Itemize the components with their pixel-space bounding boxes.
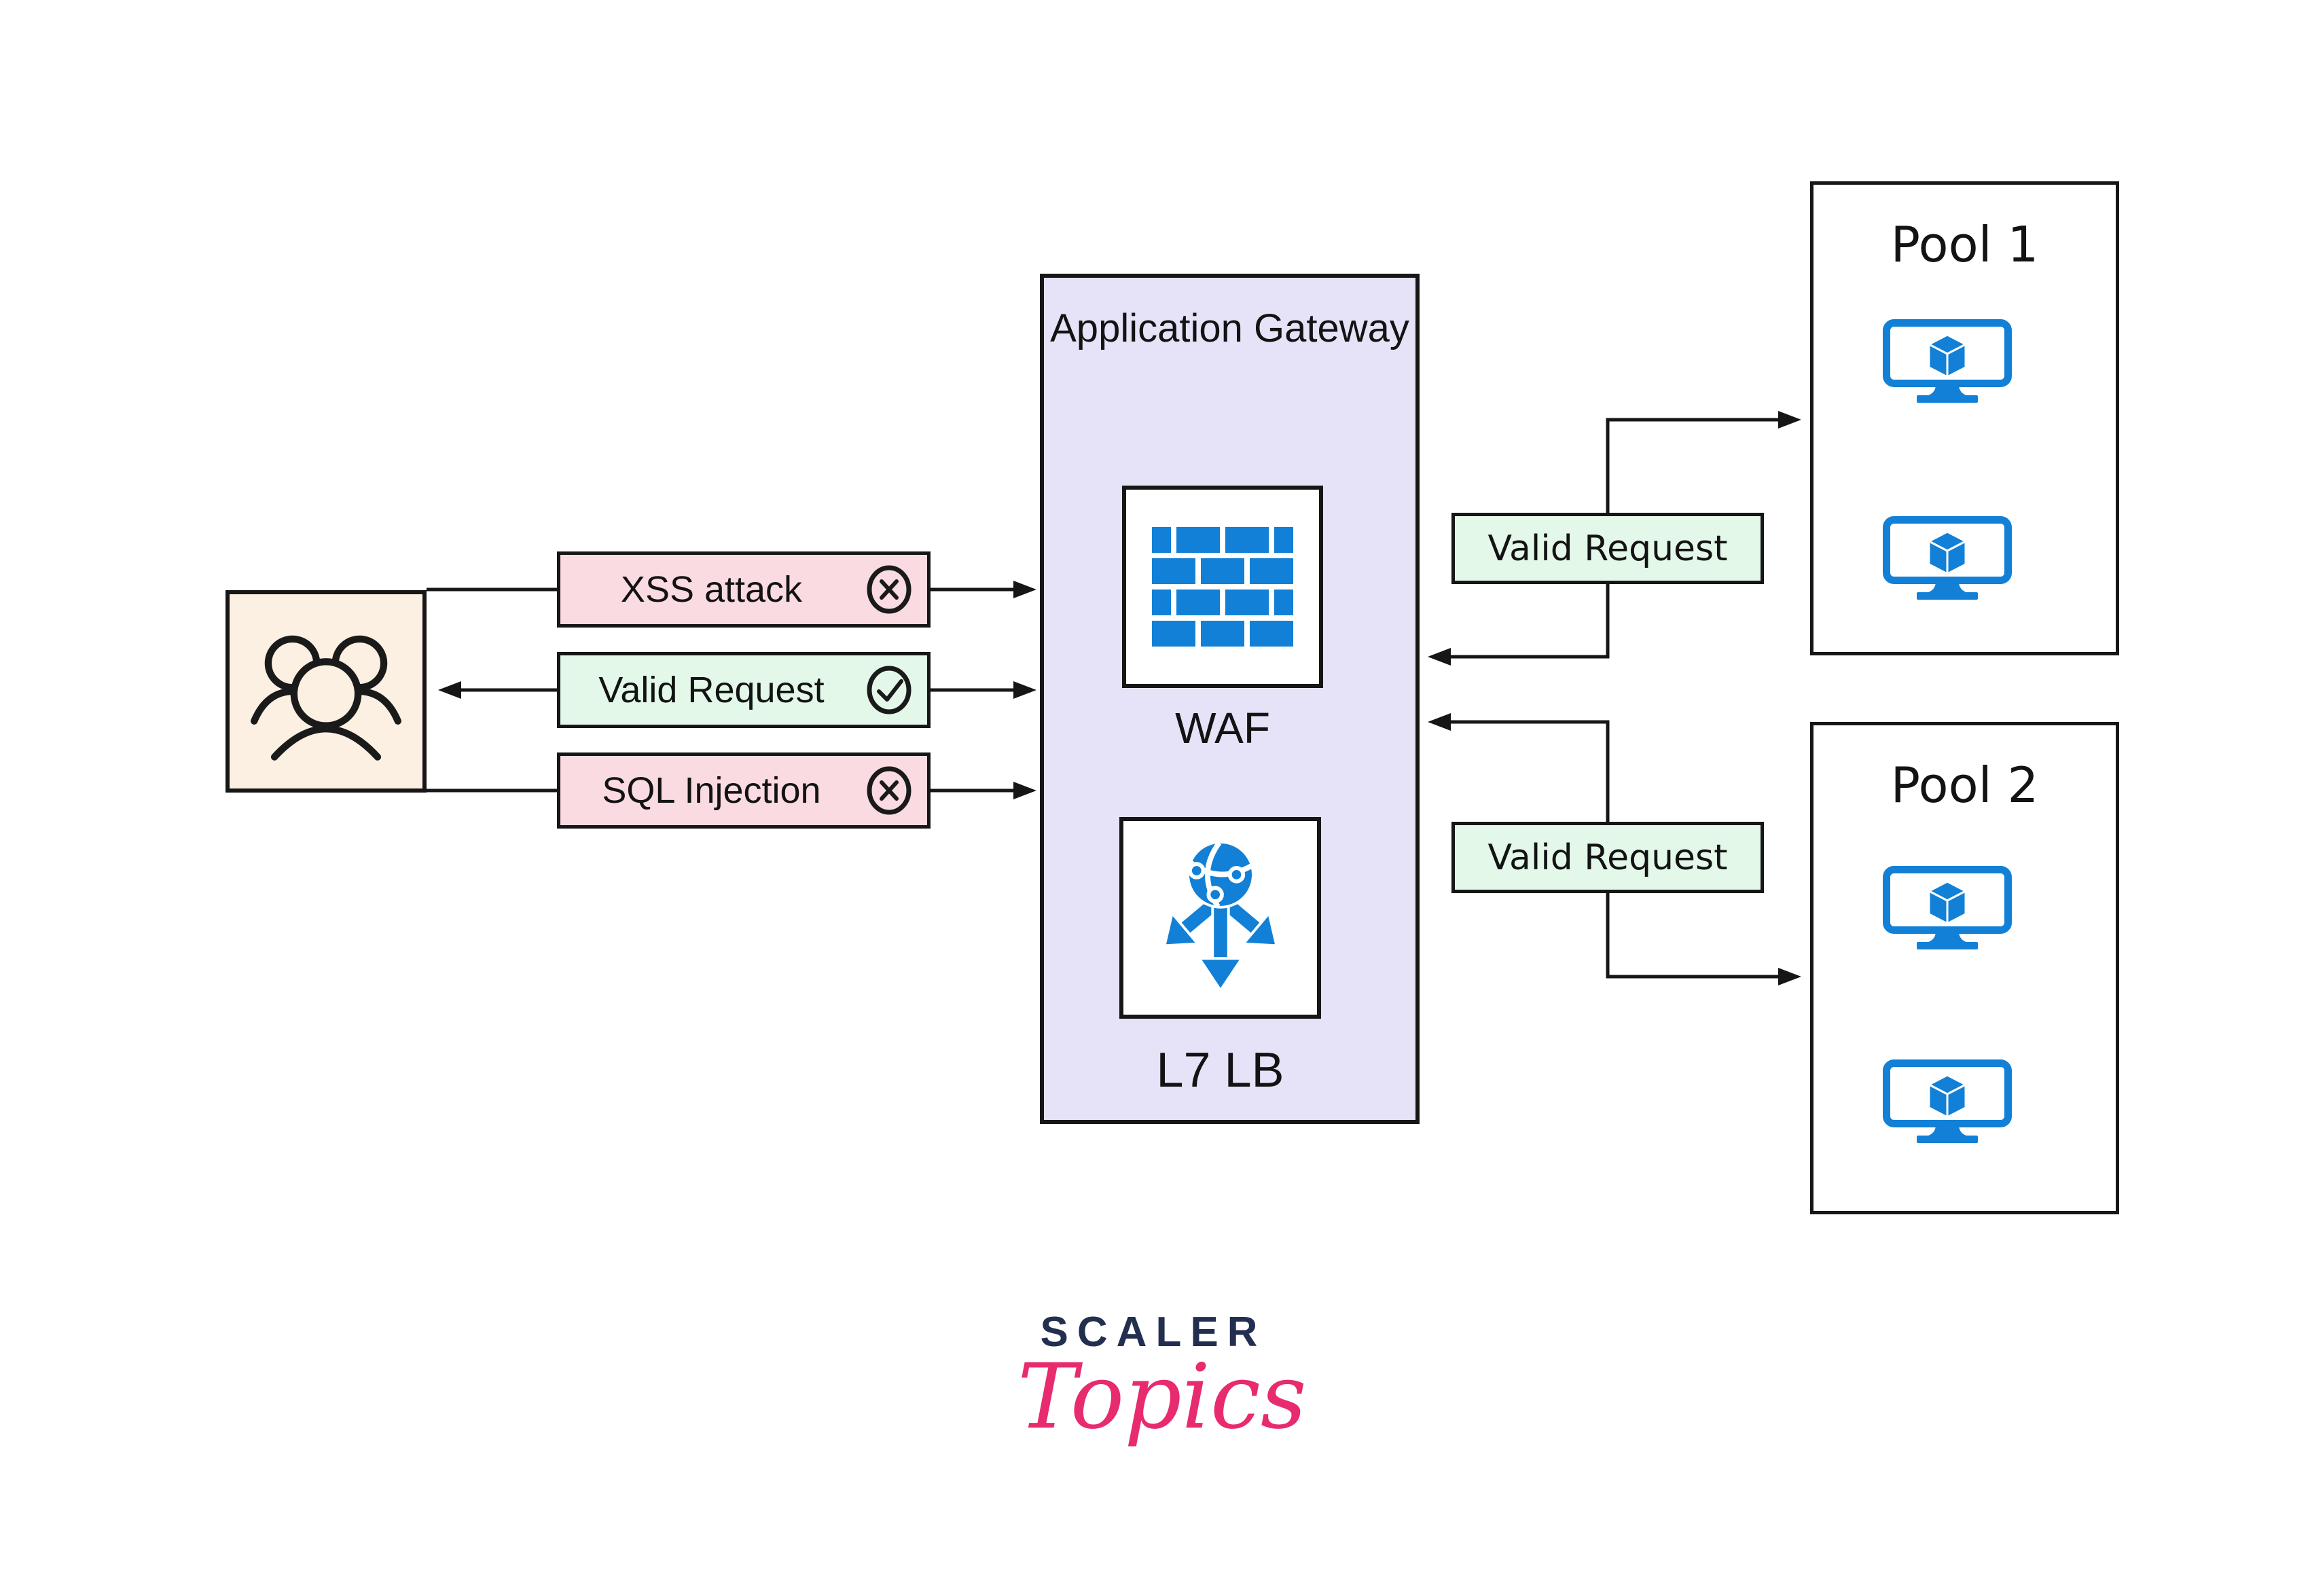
vm-monitor-icon — [1883, 516, 2012, 604]
scaler-logo-brand: SCALER — [1040, 1309, 1267, 1356]
circle-check-icon — [865, 664, 914, 717]
l7-lb-label: L7 LB — [1156, 1043, 1284, 1098]
waf-label: WAF — [1175, 704, 1270, 752]
vm-monitor-icon — [1883, 866, 2012, 954]
valid-request-box-pool2: Valid Request — [1451, 822, 1764, 893]
request-label: SQL Injection — [602, 770, 821, 811]
valid-request-box-pool1: Valid Request — [1451, 513, 1764, 584]
circle-x-icon — [865, 563, 914, 616]
vm-monitor-icon — [1883, 319, 2012, 407]
load-balancer-globe-icon — [1154, 840, 1287, 996]
users-box — [225, 590, 427, 793]
request-box-xss-attack: XSS attack — [557, 551, 931, 628]
circle-x-icon — [865, 764, 914, 817]
valid-request-flow-line — [438, 681, 1036, 699]
valid-request-label: Valid Request — [1487, 528, 1728, 569]
xss-attack-flow-line — [427, 581, 1036, 598]
request-label: Valid Request — [598, 670, 825, 710]
scaler-logo-product: Topics — [1017, 1345, 1307, 1449]
request-box-valid-request: Valid Request — [557, 652, 931, 728]
request-box-sql-injection: SQL Injection — [557, 752, 931, 829]
vm-monitor-icon — [1883, 1059, 2012, 1148]
application-gateway-title: Application Gateway — [1050, 306, 1409, 350]
sql-injection-flow-line — [427, 782, 1036, 799]
users-icon — [248, 613, 404, 769]
l7-lb-icon-box — [1119, 817, 1321, 1019]
request-label: XSS attack — [620, 569, 803, 610]
pool-1-title: Pool 1 — [1890, 216, 2039, 273]
pool-2-title: Pool 2 — [1890, 757, 2039, 814]
pool-2-box — [1810, 722, 2119, 1214]
waf-icon-box — [1122, 486, 1323, 688]
valid-request-label: Valid Request — [1487, 837, 1728, 878]
pool-1-box — [1810, 181, 2119, 655]
firewall-brick-wall-icon — [1152, 527, 1293, 647]
